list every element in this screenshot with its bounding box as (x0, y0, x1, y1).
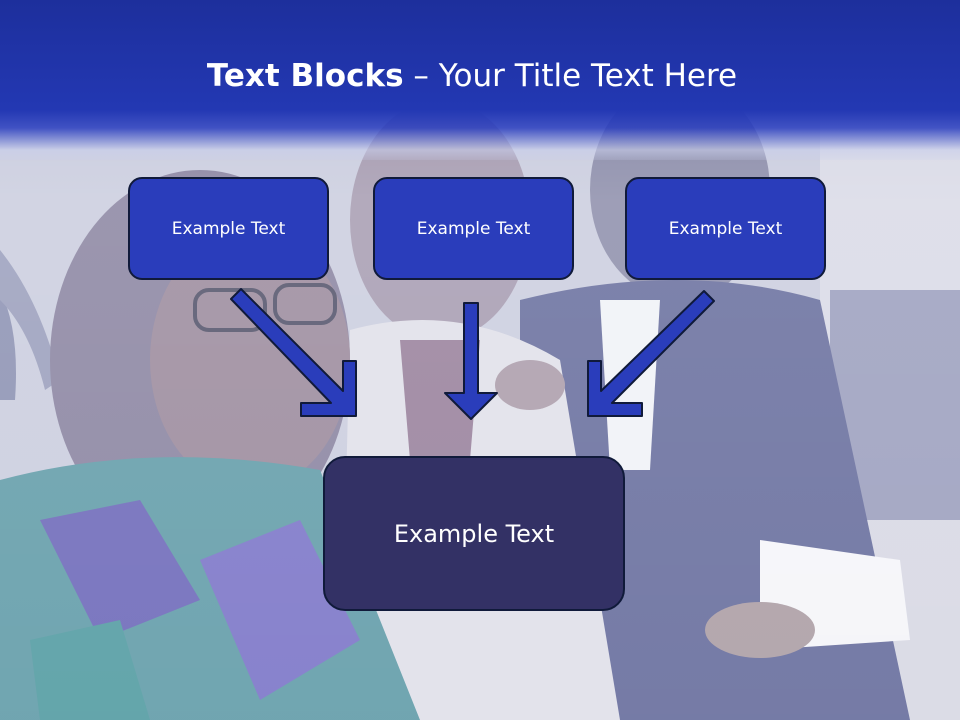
text-block-left-label: Example Text (171, 218, 286, 239)
text-block-left[interactable]: Example Text (128, 177, 329, 280)
arrow-left-icon (230, 288, 357, 417)
text-block-right-label: Example Text (668, 218, 783, 239)
arrow-center-icon (444, 302, 498, 420)
title-dash: – (403, 58, 439, 94)
title-rest: Your Title Text Here (438, 58, 738, 94)
title-bar (0, 0, 960, 160)
text-block-center-label: Example Text (416, 218, 531, 239)
slide-title: Text Blocks – Your Title Text Here (0, 56, 944, 96)
text-block-center[interactable]: Example Text (373, 177, 574, 280)
title-bold: Text Blocks (206, 58, 404, 94)
text-block-bottom[interactable]: Example Text (323, 456, 625, 611)
text-block-right[interactable]: Example Text (625, 177, 826, 280)
arrow-right-icon (587, 290, 715, 417)
text-block-bottom-label: Example Text (393, 519, 555, 548)
